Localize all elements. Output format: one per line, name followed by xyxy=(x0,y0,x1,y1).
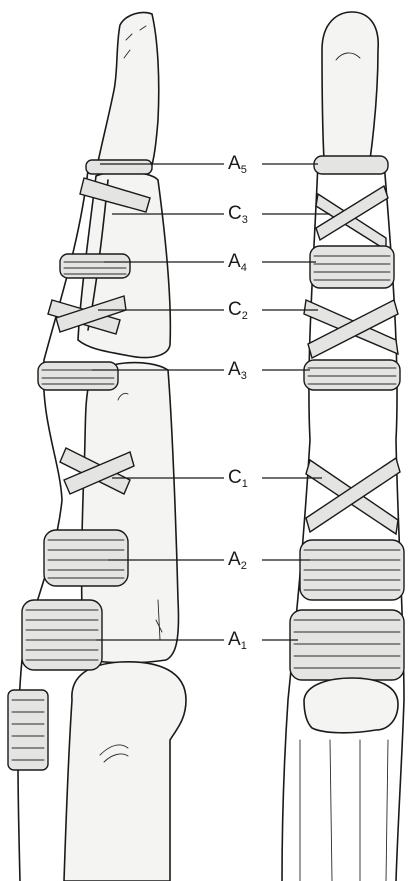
label-a4: A4 xyxy=(228,252,247,274)
distal-phalanx-palmar xyxy=(322,12,378,160)
metacarpal-palmar xyxy=(304,678,398,733)
distal-phalanx-lateral xyxy=(96,12,159,172)
pulleys-palmar xyxy=(290,156,404,680)
metacarpal-lateral xyxy=(64,662,186,881)
label-c3: C3 xyxy=(228,204,248,226)
label-c2: C2 xyxy=(228,300,248,322)
label-a5: A5 xyxy=(228,154,247,176)
label-a3: A3 xyxy=(228,360,247,382)
palmar-view xyxy=(282,12,404,881)
label-c1: C1 xyxy=(228,468,248,490)
label-a2: A2 xyxy=(228,550,247,572)
lateral-view xyxy=(8,12,186,881)
label-a1: A1 xyxy=(228,630,247,652)
